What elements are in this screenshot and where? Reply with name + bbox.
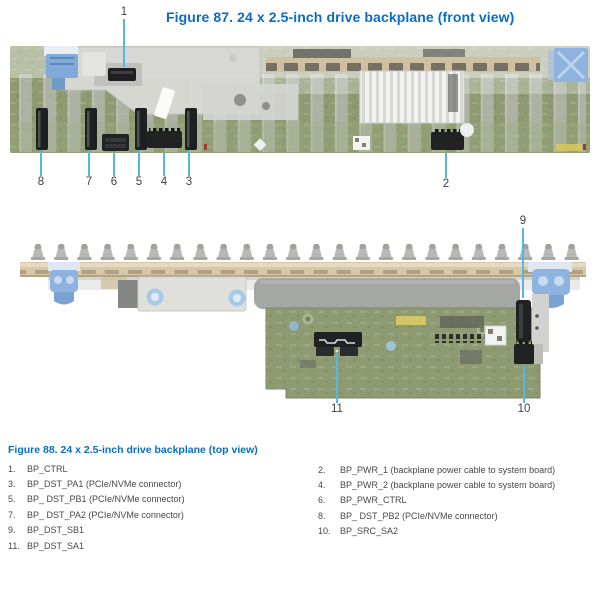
legend-item-label: BP_ DST_PB2 (PCIe/NVMe connector) bbox=[340, 510, 498, 521]
legend-item-3: 3. BP_DST_PA1 (PCIe/NVMe connector) bbox=[8, 476, 185, 491]
callout-line-6 bbox=[113, 153, 115, 176]
legend-item-11: 11. BP_DST_SA1 bbox=[8, 538, 185, 553]
callout-line-5 bbox=[138, 150, 140, 176]
callout-number-5: 5 bbox=[135, 176, 143, 188]
connector-bp-dst-sb1 bbox=[516, 300, 539, 342]
callout-number-2: 2 bbox=[442, 178, 450, 190]
callout-2: 2 bbox=[440, 153, 452, 191]
legend-item-number: 7. bbox=[8, 509, 16, 520]
figure-88-caption: Figure 88. 24 x 2.5-inch drive backplane… bbox=[8, 444, 258, 456]
connector-bp-pwr-ctrl bbox=[102, 134, 129, 151]
blue-latch-right bbox=[548, 48, 588, 82]
callout-number-6: 6 bbox=[110, 176, 118, 188]
top-right-bracket bbox=[532, 294, 549, 352]
legend-item-label: BP_SRC_SA2 bbox=[340, 526, 399, 537]
callout-number-9: 9 bbox=[519, 215, 527, 227]
callout-line-4 bbox=[163, 153, 165, 176]
legend-item-label: BP_DST_PA1 (PCIe/NVMe connector) bbox=[27, 479, 182, 490]
callout-number-4: 4 bbox=[160, 176, 168, 188]
blue-latch-left bbox=[44, 46, 106, 90]
legend-item-number: 8. bbox=[318, 510, 326, 521]
legend-item-label: BP_DST_SA1 bbox=[27, 540, 85, 551]
legend-item-7: 7. BP_ DST_PA2 (PCIe/NVMe connector) bbox=[8, 507, 185, 522]
legend-item-label: BP_PWR_2 (backplane power cable to syste… bbox=[340, 480, 556, 491]
legend-item-label: BP_CTRL bbox=[27, 463, 68, 474]
connector-bp-dst-pa1 bbox=[185, 108, 197, 150]
connector-bp-pwr-2 bbox=[147, 128, 182, 148]
legend-left-column: 1. BP_CTRL 3. BP_DST_PA1 (PCIe/NVMe conn… bbox=[8, 461, 185, 553]
callout-number-10: 10 bbox=[517, 403, 531, 415]
callout-9: 9 bbox=[514, 215, 532, 298]
legend-item-number: 5. bbox=[8, 494, 16, 505]
callout-line-7 bbox=[88, 150, 90, 176]
legend-item-10: 10. BP_SRC_SA2 bbox=[318, 524, 555, 539]
legend-item-number: 4. bbox=[318, 480, 326, 491]
callout-10: 10 bbox=[515, 365, 533, 416]
connector-bp-pwr-1 bbox=[431, 129, 464, 150]
legend-item-label: BP_PWR_CTRL bbox=[340, 495, 407, 506]
callout-number-8: 8 bbox=[37, 176, 45, 188]
callout-number-7: 7 bbox=[85, 176, 93, 188]
legend-item-number: 1. bbox=[8, 463, 16, 474]
top-standoff-pins bbox=[30, 244, 582, 264]
legend-item-number: 10. bbox=[318, 526, 331, 537]
callout-11: 11 bbox=[328, 353, 346, 416]
callout-number-3: 3 bbox=[185, 176, 193, 188]
connector-bp-dst-pb2 bbox=[36, 108, 48, 150]
callout-1: 1 bbox=[118, 6, 130, 67]
connector-bp-ctrl bbox=[108, 68, 136, 81]
heatsink bbox=[359, 70, 465, 124]
connector-bp-dst-sa1 bbox=[314, 332, 362, 356]
front-board-details bbox=[204, 123, 586, 152]
figure-87-title: Figure 87. 24 x 2.5-inch drive backplane… bbox=[166, 9, 515, 25]
top-view-illustration bbox=[20, 244, 586, 399]
callout-6: 6 bbox=[108, 153, 120, 189]
callout-number-11: 11 bbox=[331, 403, 343, 415]
front-view-illustration bbox=[10, 46, 590, 153]
top-board-details bbox=[289, 313, 507, 368]
diagonal-white-label bbox=[154, 87, 175, 119]
legend-item-4: 4. BP_PWR_2 (backplane power cable to sy… bbox=[318, 477, 555, 492]
callout-line-3 bbox=[188, 150, 190, 176]
legend-item-9: 9. BP_DST_SB1 bbox=[8, 523, 185, 538]
callout-line-10 bbox=[523, 365, 525, 403]
legend-item-label: BP_PWR_1 (backplane power cable to syste… bbox=[340, 464, 556, 475]
legend-item-number: 11. bbox=[8, 540, 20, 551]
legend-item-label: BP_ DST_PA2 (PCIe/NVMe connector) bbox=[27, 509, 184, 520]
top-gray-bar bbox=[254, 278, 520, 309]
callout-8: 8 bbox=[35, 150, 47, 189]
callout-line-1 bbox=[123, 19, 125, 67]
legend-item-number: 3. bbox=[8, 479, 16, 490]
legend-item-label: BP_ DST_PB1 (PCIe/NVMe connector) bbox=[27, 494, 185, 505]
legend-right-column: 2. BP_PWR_1 (backplane power cable to sy… bbox=[318, 462, 555, 539]
legend-item-number: 9. bbox=[8, 525, 16, 536]
connector-bp-dst-pb1 bbox=[135, 108, 147, 150]
front-center-bracket bbox=[203, 84, 298, 120]
legend-item-5: 5. BP_ DST_PB1 (PCIe/NVMe connector) bbox=[8, 492, 185, 507]
connector-bp-src-sa2 bbox=[514, 341, 543, 364]
callout-number-1: 1 bbox=[120, 6, 128, 18]
callout-5: 5 bbox=[133, 150, 145, 189]
legend-item-1: 1. BP_CTRL bbox=[8, 461, 185, 476]
legend-item-number: 2. bbox=[318, 464, 326, 475]
front-top-edge-board bbox=[266, 49, 540, 72]
top-gray-bracket bbox=[118, 276, 247, 312]
connector-bp-dst-pa2 bbox=[85, 108, 97, 150]
callout-7: 7 bbox=[83, 150, 95, 189]
callout-4: 4 bbox=[158, 153, 170, 189]
legend-item-6: 6. BP_PWR_CTRL bbox=[318, 493, 555, 508]
legend-item-8: 8. BP_ DST_PB2 (PCIe/NVMe connector) bbox=[318, 508, 555, 523]
top-blue-latch-left bbox=[48, 262, 80, 305]
callout-line-11 bbox=[336, 353, 338, 403]
callout-line-8 bbox=[40, 150, 42, 176]
callout-3: 3 bbox=[183, 150, 195, 189]
legend-item-number: 6. bbox=[318, 495, 326, 506]
legend-item-label: BP_DST_SB1 bbox=[27, 525, 85, 536]
legend-item-2: 2. BP_PWR_1 (backplane power cable to sy… bbox=[318, 462, 555, 477]
callout-line-2 bbox=[445, 153, 447, 178]
callout-line-9 bbox=[522, 228, 524, 298]
